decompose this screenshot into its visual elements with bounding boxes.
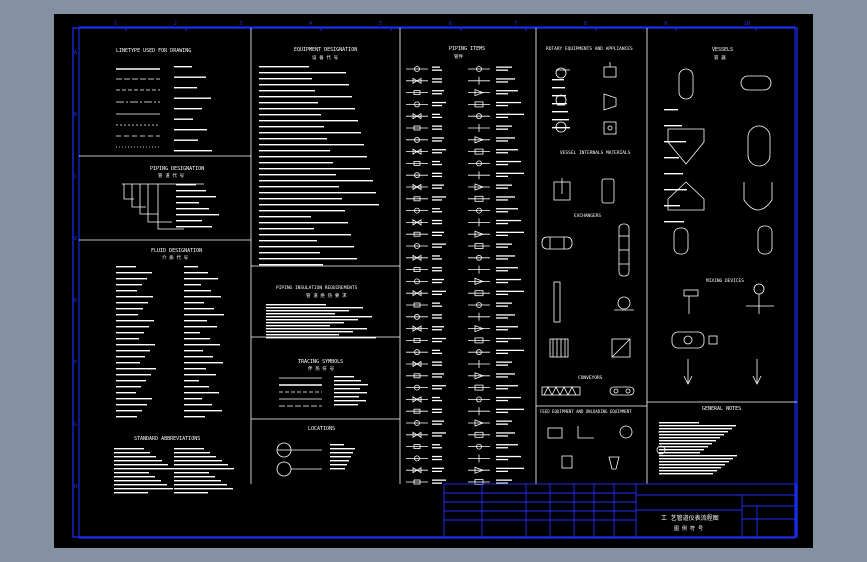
tracing-labels [334, 376, 368, 406]
zone-number: 2 [174, 21, 177, 27]
zone-letter: H [74, 484, 77, 490]
general-note-symbols [656, 431, 670, 455]
zone-letter: A [74, 50, 77, 56]
zone-number: 5 [379, 21, 382, 27]
zone-number: 1 [114, 21, 117, 27]
zone-number: 4 [309, 21, 312, 27]
rotary-equipment-title: ROTARY EQUIPMENTS AND APPLIANCES [546, 46, 633, 52]
zone-number: 10 [744, 21, 750, 27]
piping-designation-diagram [122, 183, 204, 230]
fluid-designation-subtitle: 介 质 代 号 [162, 254, 189, 261]
vessels-title: VESSELS [712, 47, 733, 53]
zone-labels-side: A B C D E F G H [74, 50, 77, 490]
zone-letter: C [74, 174, 77, 180]
line-type-samples [116, 68, 160, 148]
line-type-labels [174, 66, 212, 152]
line-types-title: LINETYPE USED FOR DRAWING [116, 48, 191, 54]
piping-designation-labels [176, 184, 219, 228]
piping-items-subtitle: 管件 [454, 53, 463, 60]
general-notes-title: GENERAL NOTES [702, 406, 741, 412]
insulation-title: PIPING INSULATION REQUIREMENTS [276, 285, 358, 291]
zone-number: 7 [514, 21, 517, 27]
abbreviation-left [114, 448, 174, 494]
border-outer [72, 27, 798, 538]
drawing-sheet: 1 2 3 4 5 6 7 8 9 10 A B C D E F G H LINETYPE USED FOR D… [54, 14, 813, 548]
abbreviation-right [174, 448, 234, 494]
location-title: LOCATIONS [308, 426, 335, 432]
piping-designation-title: PIPING DESIGNATION [150, 166, 204, 172]
equipment-codes [259, 66, 379, 266]
drawing-title: 工 艺管道仪表流程图 [661, 514, 719, 522]
insulation-subtitle: 管 道 绝 热 要 求 [306, 292, 347, 299]
zone-number: 8 [584, 21, 587, 27]
piping-item-symbols [406, 66, 524, 485]
general-notes-text [659, 422, 737, 475]
abbreviations-title: STANDARD ABBREVIATIONS [134, 436, 200, 442]
piping-items-title: PIPING ITEMS [449, 46, 485, 52]
section-titles: LINETYPE USED FOR DRAWING EQUIPMENT DESI… [116, 46, 744, 442]
fluid-codes-left [116, 266, 156, 418]
piping-designation-subtitle: 管 道 代 号 [158, 172, 185, 179]
fluid-designation-title: FLUID DESIGNATION [151, 248, 202, 254]
location-labels [330, 444, 355, 470]
insulation-rows [266, 304, 376, 339]
zone-letter: G [74, 422, 77, 428]
zone-letter: B [74, 112, 77, 118]
zone-labels-top: 1 2 3 4 5 6 7 8 9 10 [114, 21, 757, 31]
vessel-labels [664, 109, 687, 223]
equipment-designation-title: EQUIPMENT DESIGNATION [294, 47, 357, 53]
location-symbols [276, 442, 322, 477]
zone-number: 6 [449, 21, 452, 27]
border-inner [78, 26, 796, 539]
zone-letter: D [74, 236, 77, 242]
drawing-subtitle: 图 例 符 号 [674, 525, 703, 532]
exchangers-title: EXCHANGERS [574, 213, 601, 219]
zone-number: 9 [664, 21, 667, 27]
legend-text-rows [114, 66, 737, 494]
zone-letter: E [74, 298, 77, 304]
tracing-symbol-lines [279, 377, 322, 407]
zone-number: 3 [239, 21, 242, 27]
fluid-codes-right [184, 266, 224, 418]
vessel-symbols [667, 68, 774, 385]
vessel-internals-title: VESSEL INTERNALS MATERIALS [560, 150, 631, 156]
rotary-equipment-symbols [541, 62, 635, 470]
title-block [443, 483, 797, 538]
drawing-canvas: 1 2 3 4 5 6 7 8 9 10 A B C D E F G H LINETYPE USED FOR D… [72, 21, 798, 539]
section-dividers [79, 28, 797, 484]
rotary-labels [552, 79, 570, 129]
equipment-designation-subtitle: 设 备 代 号 [312, 54, 339, 61]
mixing-devices-title: MIXING DEVICES [706, 278, 744, 284]
feed-equipment-title: FEED EQUIPMENT AND UNLOADING EQUIPMENT [540, 409, 632, 414]
vessels-subtitle: 容 器 [714, 54, 726, 61]
title-block-text: 工 艺管道仪表流程图 图 例 符 号 [661, 514, 719, 532]
zone-letter: F [74, 360, 77, 366]
tracing-symbols-title: TRACING SYMBOLS [298, 359, 343, 365]
tracing-symbols-subtitle: 伴 热 符 号 [308, 365, 335, 372]
conveyors-title: CONVEYORS [578, 375, 603, 381]
